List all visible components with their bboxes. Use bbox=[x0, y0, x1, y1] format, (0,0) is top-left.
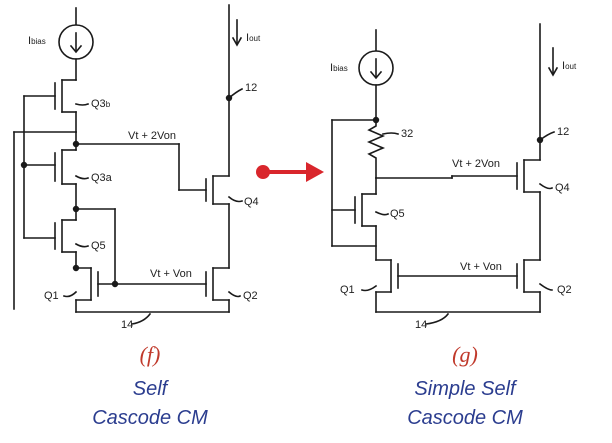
label-node12-g: 12 bbox=[557, 126, 570, 138]
ibias-source-f bbox=[58, 7, 94, 81]
transistor-q4-g bbox=[516, 159, 541, 261]
caption-g-line1: Simple Self bbox=[414, 378, 516, 400]
label-iout-g: Iout bbox=[562, 60, 577, 72]
red-arrow-icon bbox=[256, 162, 324, 182]
label-q2-f: Q2 bbox=[243, 290, 258, 302]
label-q5-g: Q5 bbox=[390, 208, 405, 220]
ibias-source-g bbox=[358, 29, 394, 121]
label-q4-g: Q4 bbox=[555, 182, 570, 194]
transistor-q1-g bbox=[375, 259, 399, 313]
caption-g-line2: Cascode CM bbox=[407, 407, 523, 429]
label-q5-f: Q5 bbox=[91, 240, 106, 252]
label-iout-f: Iout bbox=[246, 32, 261, 44]
label-vbot-f: Vt + Von bbox=[150, 268, 192, 280]
label-q3a: Q3a bbox=[91, 172, 112, 184]
transistor-q4-f bbox=[205, 175, 230, 269]
tag-g: (g) bbox=[452, 342, 478, 367]
resistor-32 bbox=[366, 119, 386, 179]
caption-f-line1: Self bbox=[132, 378, 168, 400]
label-node12-f: 12 bbox=[245, 82, 258, 94]
label-q1-g: Q1 bbox=[340, 284, 355, 296]
transistor-q3a bbox=[54, 149, 77, 210]
transistor-q5-g bbox=[354, 177, 377, 261]
label-vbot-g: Vt + Von bbox=[460, 261, 502, 273]
label-node14-g: 14 bbox=[415, 319, 428, 331]
label-ibias-f: Ibias bbox=[28, 35, 46, 47]
transistor-q2-f bbox=[205, 267, 230, 313]
label-q4-f: Q4 bbox=[244, 196, 259, 208]
label-q3b: Q3b bbox=[91, 98, 111, 110]
label-node32: 32 bbox=[401, 128, 414, 140]
label-q1-f: Q1 bbox=[44, 290, 59, 302]
circuit-g bbox=[331, 23, 559, 325]
transistor-q2-g bbox=[516, 259, 541, 313]
transistor-q1-f bbox=[75, 267, 99, 313]
label-ibias-g: Ibias bbox=[330, 62, 348, 74]
label-node14-f: 14 bbox=[121, 319, 134, 331]
transistor-q5-f bbox=[54, 219, 77, 269]
label-q2-g: Q2 bbox=[557, 284, 572, 296]
caption-f-line2: Cascode CM bbox=[92, 407, 208, 429]
label-vtop-g: Vt + 2Von bbox=[452, 158, 501, 170]
transistor-q3b bbox=[54, 79, 77, 133]
label-vtop-f: Vt + 2Von bbox=[128, 130, 177, 142]
tag-f: (f) bbox=[139, 342, 161, 367]
circuit-f bbox=[13, 4, 244, 325]
